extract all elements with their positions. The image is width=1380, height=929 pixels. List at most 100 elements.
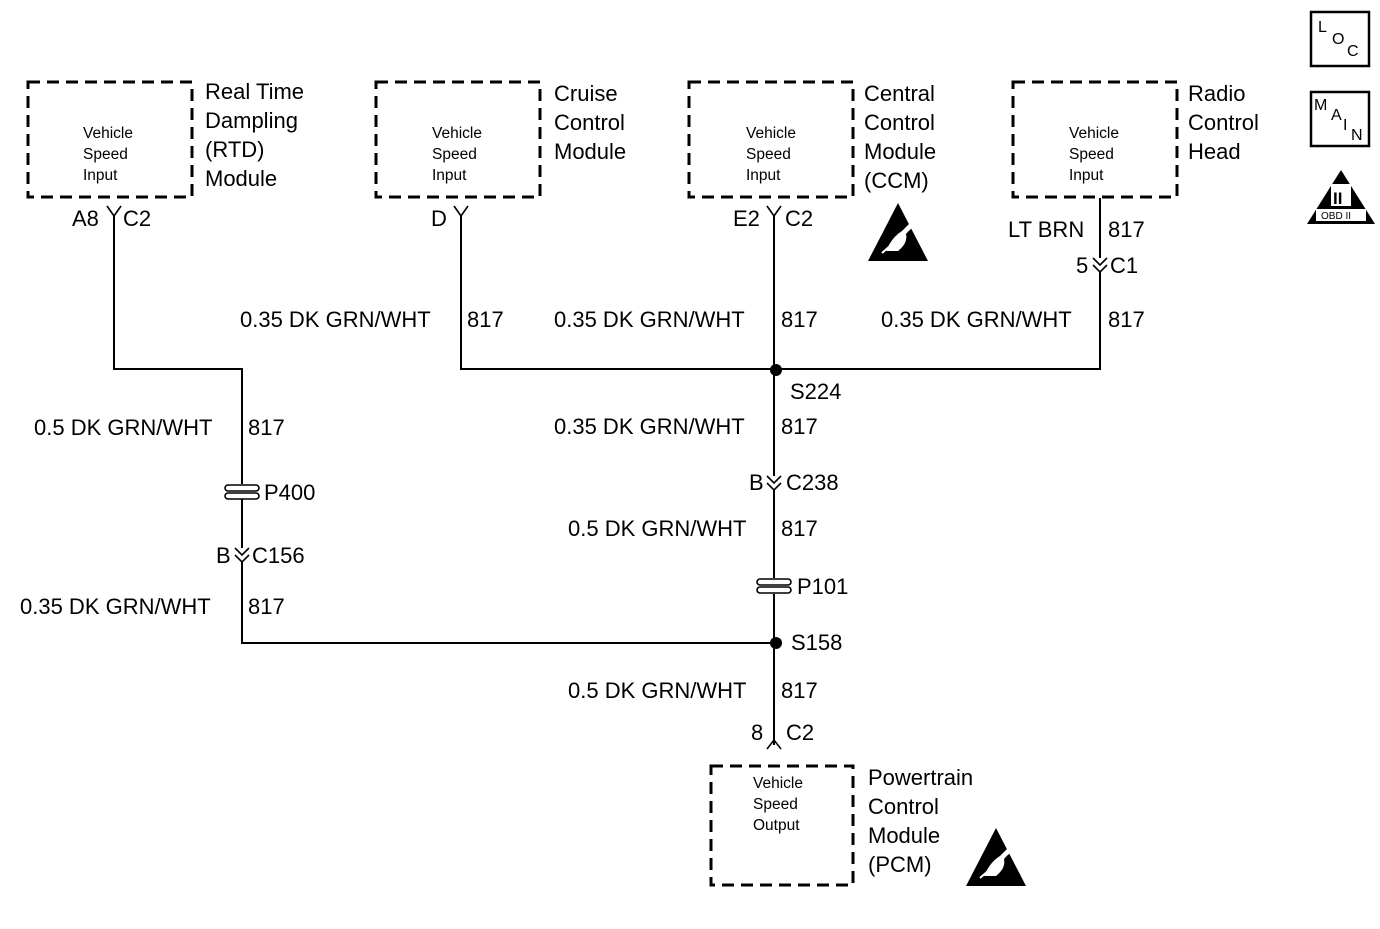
svg-text:Speed: Speed: [432, 146, 477, 163]
cruise-pin-label: D: [431, 206, 447, 231]
circuit-number-label: 817: [781, 307, 818, 332]
wire-color-label: 0.35 DK GRN/WHT: [881, 307, 1072, 332]
circuit-number-label: 817: [248, 415, 285, 440]
connector-name-label: C238: [786, 470, 839, 495]
splice-s158: [770, 637, 782, 649]
ccm-connector-label: C2: [785, 206, 813, 231]
svg-text:Module: Module: [554, 139, 626, 164]
pin-symbol: [766, 205, 782, 218]
svg-text:N: N: [1351, 127, 1363, 144]
svg-text:Dampling: Dampling: [205, 108, 298, 133]
inline-connector-c1: [1092, 257, 1108, 274]
pin-symbol: [106, 205, 122, 218]
splice-s224: [770, 364, 782, 376]
wire-color-label: 0.35 DK GRN/WHT: [554, 414, 745, 439]
splice-label: S158: [791, 630, 842, 655]
passthrough-p101: [756, 578, 792, 594]
svg-text:Head: Head: [1188, 139, 1241, 164]
wire-traces: [113, 198, 1101, 745]
svg-text:Powertrain: Powertrain: [868, 765, 973, 790]
svg-text:Control: Control: [868, 794, 939, 819]
svg-text:Control: Control: [554, 110, 625, 135]
wire-color-label: 0.5 DK GRN/WHT: [568, 678, 746, 703]
connector-name-label: C1: [1110, 253, 1138, 278]
wire-color-label: 0.35 DK GRN/WHT: [240, 307, 431, 332]
connector-pin-label: 5: [1076, 253, 1088, 278]
svg-text:Vehicle: Vehicle: [432, 125, 482, 142]
svg-text:Control: Control: [864, 110, 935, 135]
svg-text:(RTD): (RTD): [205, 137, 264, 162]
circuit-number-label: 817: [248, 594, 285, 619]
wire-color-label: 0.35 DK GRN/WHT: [554, 307, 745, 332]
central-control-module: Vehicle Speed Input Central Control Modu…: [687, 80, 936, 199]
rtd-connector-label: C2: [123, 206, 151, 231]
connector-pin-label: B: [216, 543, 231, 568]
svg-text:(CCM): (CCM): [864, 168, 929, 193]
svg-text:I: I: [1343, 117, 1347, 134]
svg-text:Module: Module: [864, 139, 936, 164]
svg-text:Speed: Speed: [753, 796, 798, 813]
svg-text:Cruise: Cruise: [554, 81, 618, 106]
splice-label: S224: [790, 379, 841, 404]
svg-text:A: A: [1331, 107, 1342, 124]
svg-text:Speed: Speed: [746, 146, 791, 163]
connector-name-label: C156: [252, 543, 305, 568]
radio-control-head: Vehicle Speed Input Radio Control Head: [1011, 80, 1259, 199]
passthrough-label: P400: [264, 480, 315, 505]
svg-text:Input: Input: [83, 167, 118, 184]
svg-text:Real Time: Real Time: [205, 79, 304, 104]
circuit-number-label: 817: [1108, 307, 1145, 332]
svg-text:Vehicle: Vehicle: [753, 775, 803, 792]
svg-text:OBD II: OBD II: [1321, 211, 1351, 222]
svg-text:II: II: [1333, 189, 1342, 208]
connector-pin-label: B: [749, 470, 764, 495]
loc-icon: L O C: [1309, 10, 1371, 68]
powertrain-control-module: Vehicle Speed Output Powertrain Control …: [709, 764, 973, 887]
svg-text:Input: Input: [746, 167, 781, 184]
svg-text:Output: Output: [753, 817, 800, 834]
obd-ii-icon: II OBD II: [1307, 170, 1375, 224]
circuit-number-label: 817: [1108, 217, 1145, 242]
svg-text:Control: Control: [1188, 110, 1259, 135]
cruise-control-module: Vehicle Speed Input Cruise Control Modul…: [374, 80, 626, 199]
rtd-pin-label: A8: [72, 206, 99, 231]
svg-text:Speed: Speed: [83, 146, 128, 163]
svg-text:Input: Input: [432, 167, 467, 184]
svg-text:Module: Module: [868, 823, 940, 848]
passthrough-label: P101: [797, 574, 848, 599]
wire-color-label: 0.5 DK GRN/WHT: [34, 415, 212, 440]
svg-text:Radio: Radio: [1188, 81, 1245, 106]
svg-text:(PCM): (PCM): [868, 852, 932, 877]
svg-text:C: C: [1347, 43, 1359, 60]
pin-symbol: [453, 205, 469, 218]
inline-connector-c156: [234, 547, 250, 564]
wire-color-label: 0.5 DK GRN/WHT: [568, 516, 746, 541]
svg-text:Input: Input: [1069, 167, 1104, 184]
ccm-pin-label: E2: [733, 206, 760, 231]
svg-text:O: O: [1332, 31, 1344, 48]
circuit-number-label: 817: [781, 414, 818, 439]
svg-text:Module: Module: [205, 166, 277, 191]
passthrough-p400: [224, 484, 260, 500]
svg-text:Central: Central: [864, 81, 935, 106]
wire-color-label: LT BRN: [1008, 217, 1084, 242]
inline-connector-c238: [766, 475, 782, 492]
svg-text:Vehicle: Vehicle: [1069, 125, 1119, 142]
svg-text:L: L: [1318, 19, 1327, 36]
svg-text:M: M: [1314, 97, 1327, 114]
svg-text:Vehicle: Vehicle: [746, 125, 796, 142]
wire-color-label: 0.35 DK GRN/WHT: [20, 594, 211, 619]
main-icon: M A I N: [1309, 90, 1371, 148]
circuit-number-label: 817: [467, 307, 504, 332]
circuit-number-label: 817: [781, 516, 818, 541]
pcm-connector-label: C2: [786, 720, 814, 745]
pcm-pin-label: 8: [751, 720, 763, 745]
circuit-number-label: 817: [781, 678, 818, 703]
svg-text:Vehicle: Vehicle: [83, 125, 133, 142]
pin-symbol: [766, 738, 782, 750]
esd-sensitive-icon: [868, 203, 928, 261]
rtd-module: Vehicle Speed Input Real Time Dampling (…: [26, 79, 304, 199]
svg-text:Speed: Speed: [1069, 146, 1114, 163]
esd-sensitive-icon: [966, 828, 1026, 886]
